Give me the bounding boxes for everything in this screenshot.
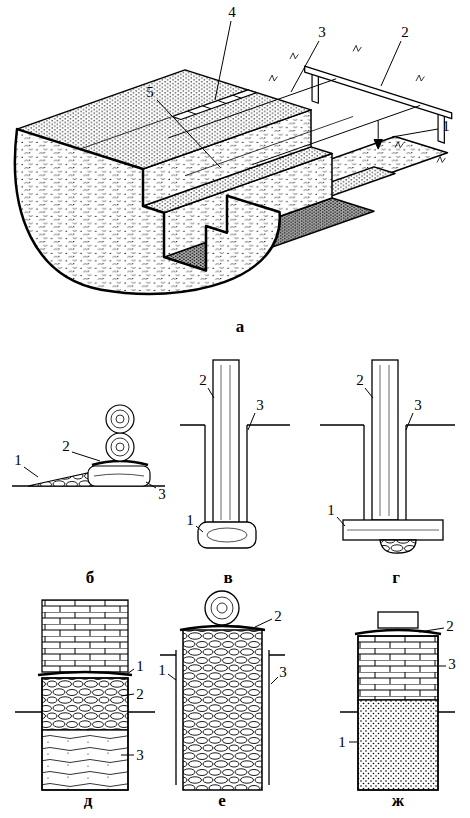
callout-number: 1 (14, 453, 22, 468)
callout-number: 2 (199, 373, 207, 388)
post-on-board (320, 360, 455, 553)
panel-letter: ж (392, 792, 404, 809)
callout-number: 3 (158, 487, 166, 502)
callout-number: 3 (279, 665, 287, 680)
callout-number: 3 (136, 748, 144, 763)
callout-number: 2 (446, 619, 454, 634)
callout-number: 1 (338, 735, 346, 750)
panel-letter: г (392, 569, 400, 586)
pad-support (12, 405, 165, 488)
panel-letter: е (218, 792, 226, 809)
callout-number: 2 (62, 439, 70, 454)
panel-letter: а (236, 318, 245, 335)
callout-number: 3 (256, 398, 264, 413)
callout-number: 3 (448, 657, 456, 672)
panel-letter: в (223, 569, 232, 586)
callout-number: 1 (136, 659, 144, 674)
callout-number: 1 (186, 513, 194, 528)
callout-number: 2 (401, 25, 409, 40)
callout-number: 5 (146, 85, 154, 100)
post-on-log (180, 360, 290, 548)
callout-number: 2 (136, 687, 144, 702)
panel-letter: д (84, 792, 93, 809)
callout-number: 2 (274, 609, 282, 624)
leader-lines (157, 21, 438, 167)
callout-number: 3 (318, 25, 326, 40)
callout-number: 3 (414, 398, 422, 413)
callout-number: 1 (158, 663, 166, 678)
panel-letter: б (86, 569, 95, 586)
callout-number: 1 (327, 503, 335, 518)
callout-number: 2 (356, 373, 364, 388)
callout-number: 1 (442, 119, 450, 134)
trench-view (15, 45, 452, 293)
brick-pier-on-sand (340, 612, 455, 790)
callout-number: 4 (228, 5, 236, 20)
rubble-brick-pier (15, 600, 155, 790)
rubble-pier (160, 591, 285, 790)
